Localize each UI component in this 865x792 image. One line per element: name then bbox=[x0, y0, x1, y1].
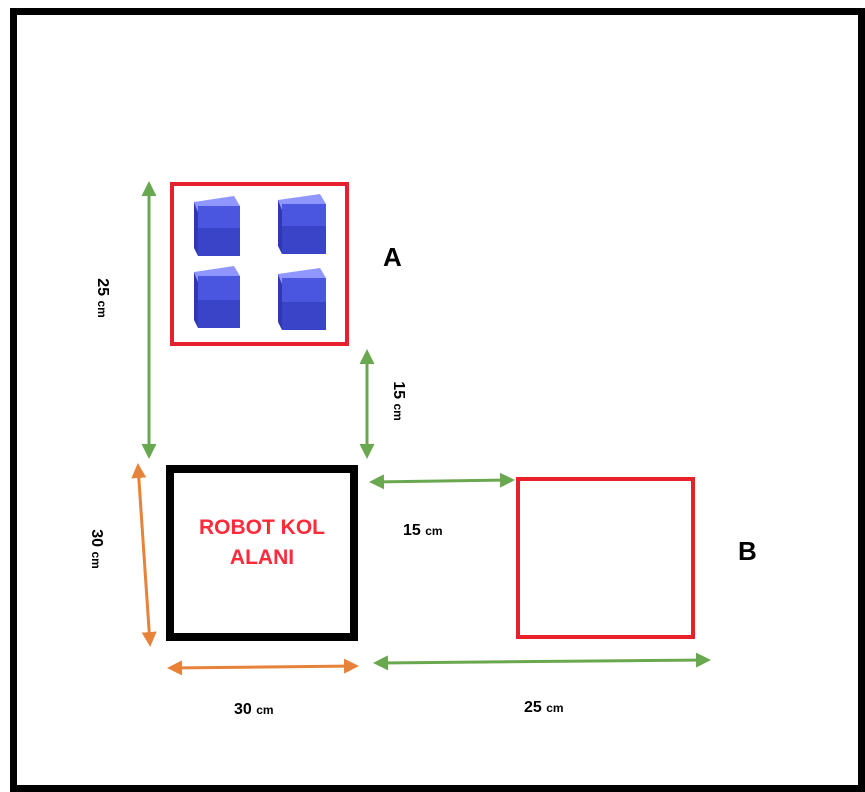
dim-a-height: 25 cm bbox=[93, 278, 111, 318]
zone-b-box bbox=[516, 477, 695, 639]
robot-area-label-line1: ROBOT KOL bbox=[199, 516, 325, 539]
zone-a-box bbox=[170, 182, 349, 346]
dim-b-width: 25 cm bbox=[524, 699, 564, 716]
dim-b-gap: 15 cm bbox=[403, 522, 443, 539]
arrow-b-gap bbox=[369, 472, 515, 490]
dim-robot-width: 30 cm bbox=[234, 701, 274, 718]
zone-b-label: B bbox=[738, 536, 757, 566]
cube-1 bbox=[194, 196, 240, 256]
robot-area-label-line2: ALANI bbox=[229, 546, 295, 569]
zone-a-label: A bbox=[383, 242, 402, 272]
dim-robot-height: 30 cm bbox=[87, 529, 105, 569]
cube-4 bbox=[278, 268, 326, 330]
cube-3 bbox=[194, 266, 240, 328]
arrow-b-width bbox=[373, 652, 711, 671]
arrow-robot-height bbox=[131, 463, 157, 647]
robot-area-label: ROBOT KOL ALANI bbox=[174, 513, 350, 573]
robot-area-box bbox=[166, 465, 358, 641]
cube-2 bbox=[278, 194, 326, 254]
arrow-robot-width bbox=[167, 658, 359, 676]
dim-a-gap: 15 cm bbox=[389, 381, 407, 421]
